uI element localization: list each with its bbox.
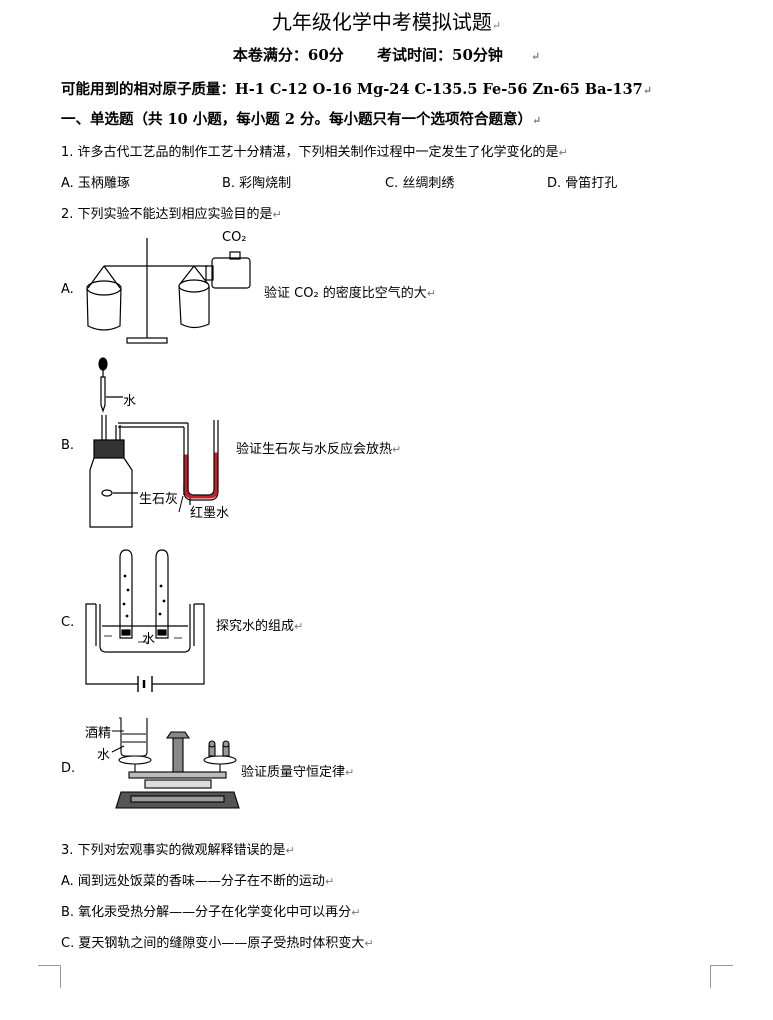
- q2-option-b-desc: 验证生石灰与水反应会放热↵: [236, 442, 402, 457]
- q1-option-a: A. 玉柄雕琢: [61, 176, 130, 191]
- co2-label: CO₂: [222, 230, 247, 245]
- water-label-c: 水: [142, 632, 156, 647]
- q3-option-b: B. 氧化汞受热分解——分子在化学变化中可以再分↵: [61, 905, 361, 920]
- q1-option-c: C. 丝绸刺绣: [385, 176, 455, 191]
- red-ink-label: 红墨水: [190, 506, 230, 521]
- question-2-stem: 2. 下列实验不能达到相应实验目的是↵: [61, 207, 282, 222]
- q2-option-d-letter: D.: [61, 761, 76, 776]
- full-score: 本卷满分：60分: [232, 46, 344, 64]
- quicklime-utube-diagram: [89, 357, 219, 528]
- question-3-stem: 3. 下列对宏观事实的微观解释错误的是↵: [61, 843, 295, 858]
- quicklime-label: 生石灰: [139, 492, 179, 507]
- page-title: 九年级化学中考模拟试题↵: [271, 10, 502, 34]
- q2-option-a-letter: A.: [61, 282, 74, 297]
- section-heading: 一、单选题（共 10 小题，每小题 2 分。每小题只有一个选项符合题意）↵: [61, 111, 542, 128]
- balance-scale-diagram: [115, 717, 240, 809]
- balance-co2-diagram: [86, 238, 251, 344]
- question-1-stem: 1. 许多古代工艺品的制作工艺十分精湛，下列相关制作过程中一定发生了化学变化的是…: [61, 145, 568, 160]
- exam-info: 本卷满分：60分 考试时间：50分钟↵: [232, 46, 541, 64]
- q3-option-c: C. 夏天钢轨之间的缝隙变小——原子受热时体积变大↵: [61, 936, 374, 951]
- q1-option-b: B. 彩陶烧制: [222, 176, 292, 191]
- q2-option-c-desc: 探究水的组成↵: [216, 619, 304, 634]
- q2-option-a-desc: 验证 CO₂ 的密度比空气的大↵: [264, 286, 437, 301]
- page-corner-left: [38, 965, 61, 988]
- q2-option-d-desc: 验证质量守恒定律↵: [241, 765, 355, 780]
- electrolysis-diagram: [85, 549, 205, 692]
- page-corner-right: [710, 965, 733, 988]
- water-label-d: 水: [97, 748, 111, 763]
- water-label-b: 水: [123, 394, 137, 409]
- q3-option-a: A. 闻到远处饭菜的香味——分子在不断的运动↵: [61, 874, 335, 889]
- q2-option-c-letter: C.: [61, 615, 75, 630]
- exam-time: 考试时间：50分钟: [377, 46, 503, 64]
- q1-option-d: D. 骨笛打孔: [547, 176, 618, 191]
- q2-option-b-letter: B.: [61, 438, 75, 453]
- alcohol-label: 酒精: [85, 726, 112, 741]
- atomic-masses: 可能用到的相对原子质量：H-1 C-12 O-16 Mg-24 C-135.5 …: [61, 81, 652, 98]
